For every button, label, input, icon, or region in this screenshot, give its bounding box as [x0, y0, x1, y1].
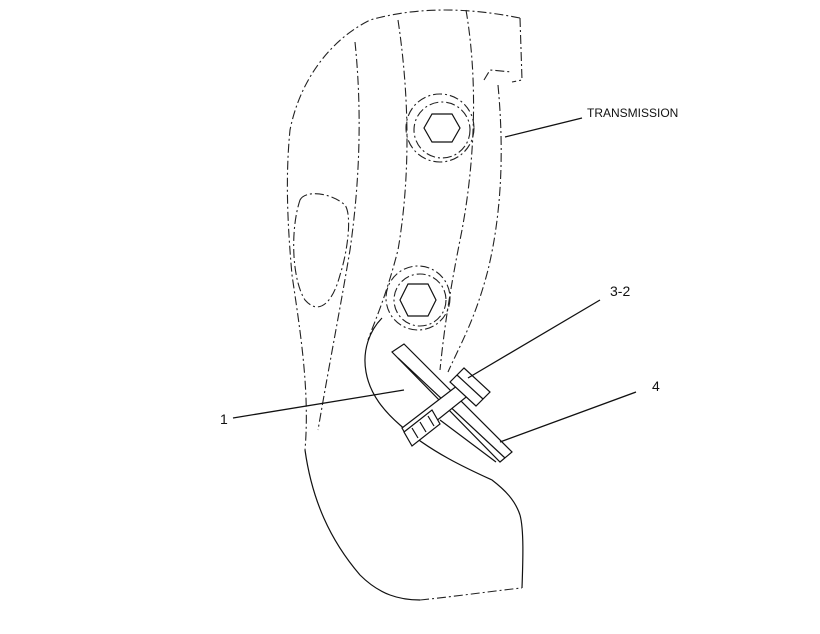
leader-transmission: [504, 117, 583, 138]
nut-part-3-2-edge: [456, 374, 484, 400]
label-part-1: 1: [220, 411, 228, 427]
bracket-bottom-dash: [419, 587, 523, 601]
lower-bolt-hex-head: [399, 283, 437, 317]
bracket-outline: [364, 317, 521, 516]
housing-inner-band-left: [317, 41, 360, 431]
thread-mark-2: [419, 421, 427, 433]
plate-lower-slot: [439, 419, 497, 463]
lower-bolt: [385, 265, 451, 331]
housing-inner-band-right: [439, 9, 475, 371]
bracket: [304, 317, 524, 601]
bracket-right-edge: [519, 514, 524, 589]
bracket-lower-edge: [304, 449, 421, 601]
transmission-housing: [286, 9, 523, 451]
thread-mark-3: [427, 415, 435, 427]
label-part-4: 4: [652, 378, 660, 394]
lower-bolt-washer-inner: [393, 273, 447, 327]
thread-mark-1: [411, 427, 419, 439]
upper-bolt-washer-inner: [413, 101, 471, 159]
label-part-3-2: 3-2: [610, 283, 630, 299]
upper-bolt: [405, 93, 475, 163]
housing-boss: [293, 193, 350, 308]
leader-lines: [232, 117, 637, 443]
housing-outer-top-edge: [511, 17, 523, 83]
upper-bolt-washer: [405, 93, 475, 163]
bolt-part-1-threads: [403, 409, 441, 447]
leader-part-1: [232, 389, 405, 419]
lower-bolt-washer: [385, 265, 451, 331]
leader-part-4: [499, 391, 637, 443]
upper-bolt-hex-head: [423, 113, 461, 143]
housing-outer-left-edge: [286, 9, 521, 451]
housing-inner-band-middle: [367, 19, 408, 341]
shim-plate-assembly: [391, 343, 513, 463]
housing-right-rim: [447, 84, 502, 373]
housing-notch: [483, 69, 513, 81]
label-transmission: TRANSMISSION: [587, 106, 678, 120]
leader-part-3-2: [467, 299, 601, 379]
